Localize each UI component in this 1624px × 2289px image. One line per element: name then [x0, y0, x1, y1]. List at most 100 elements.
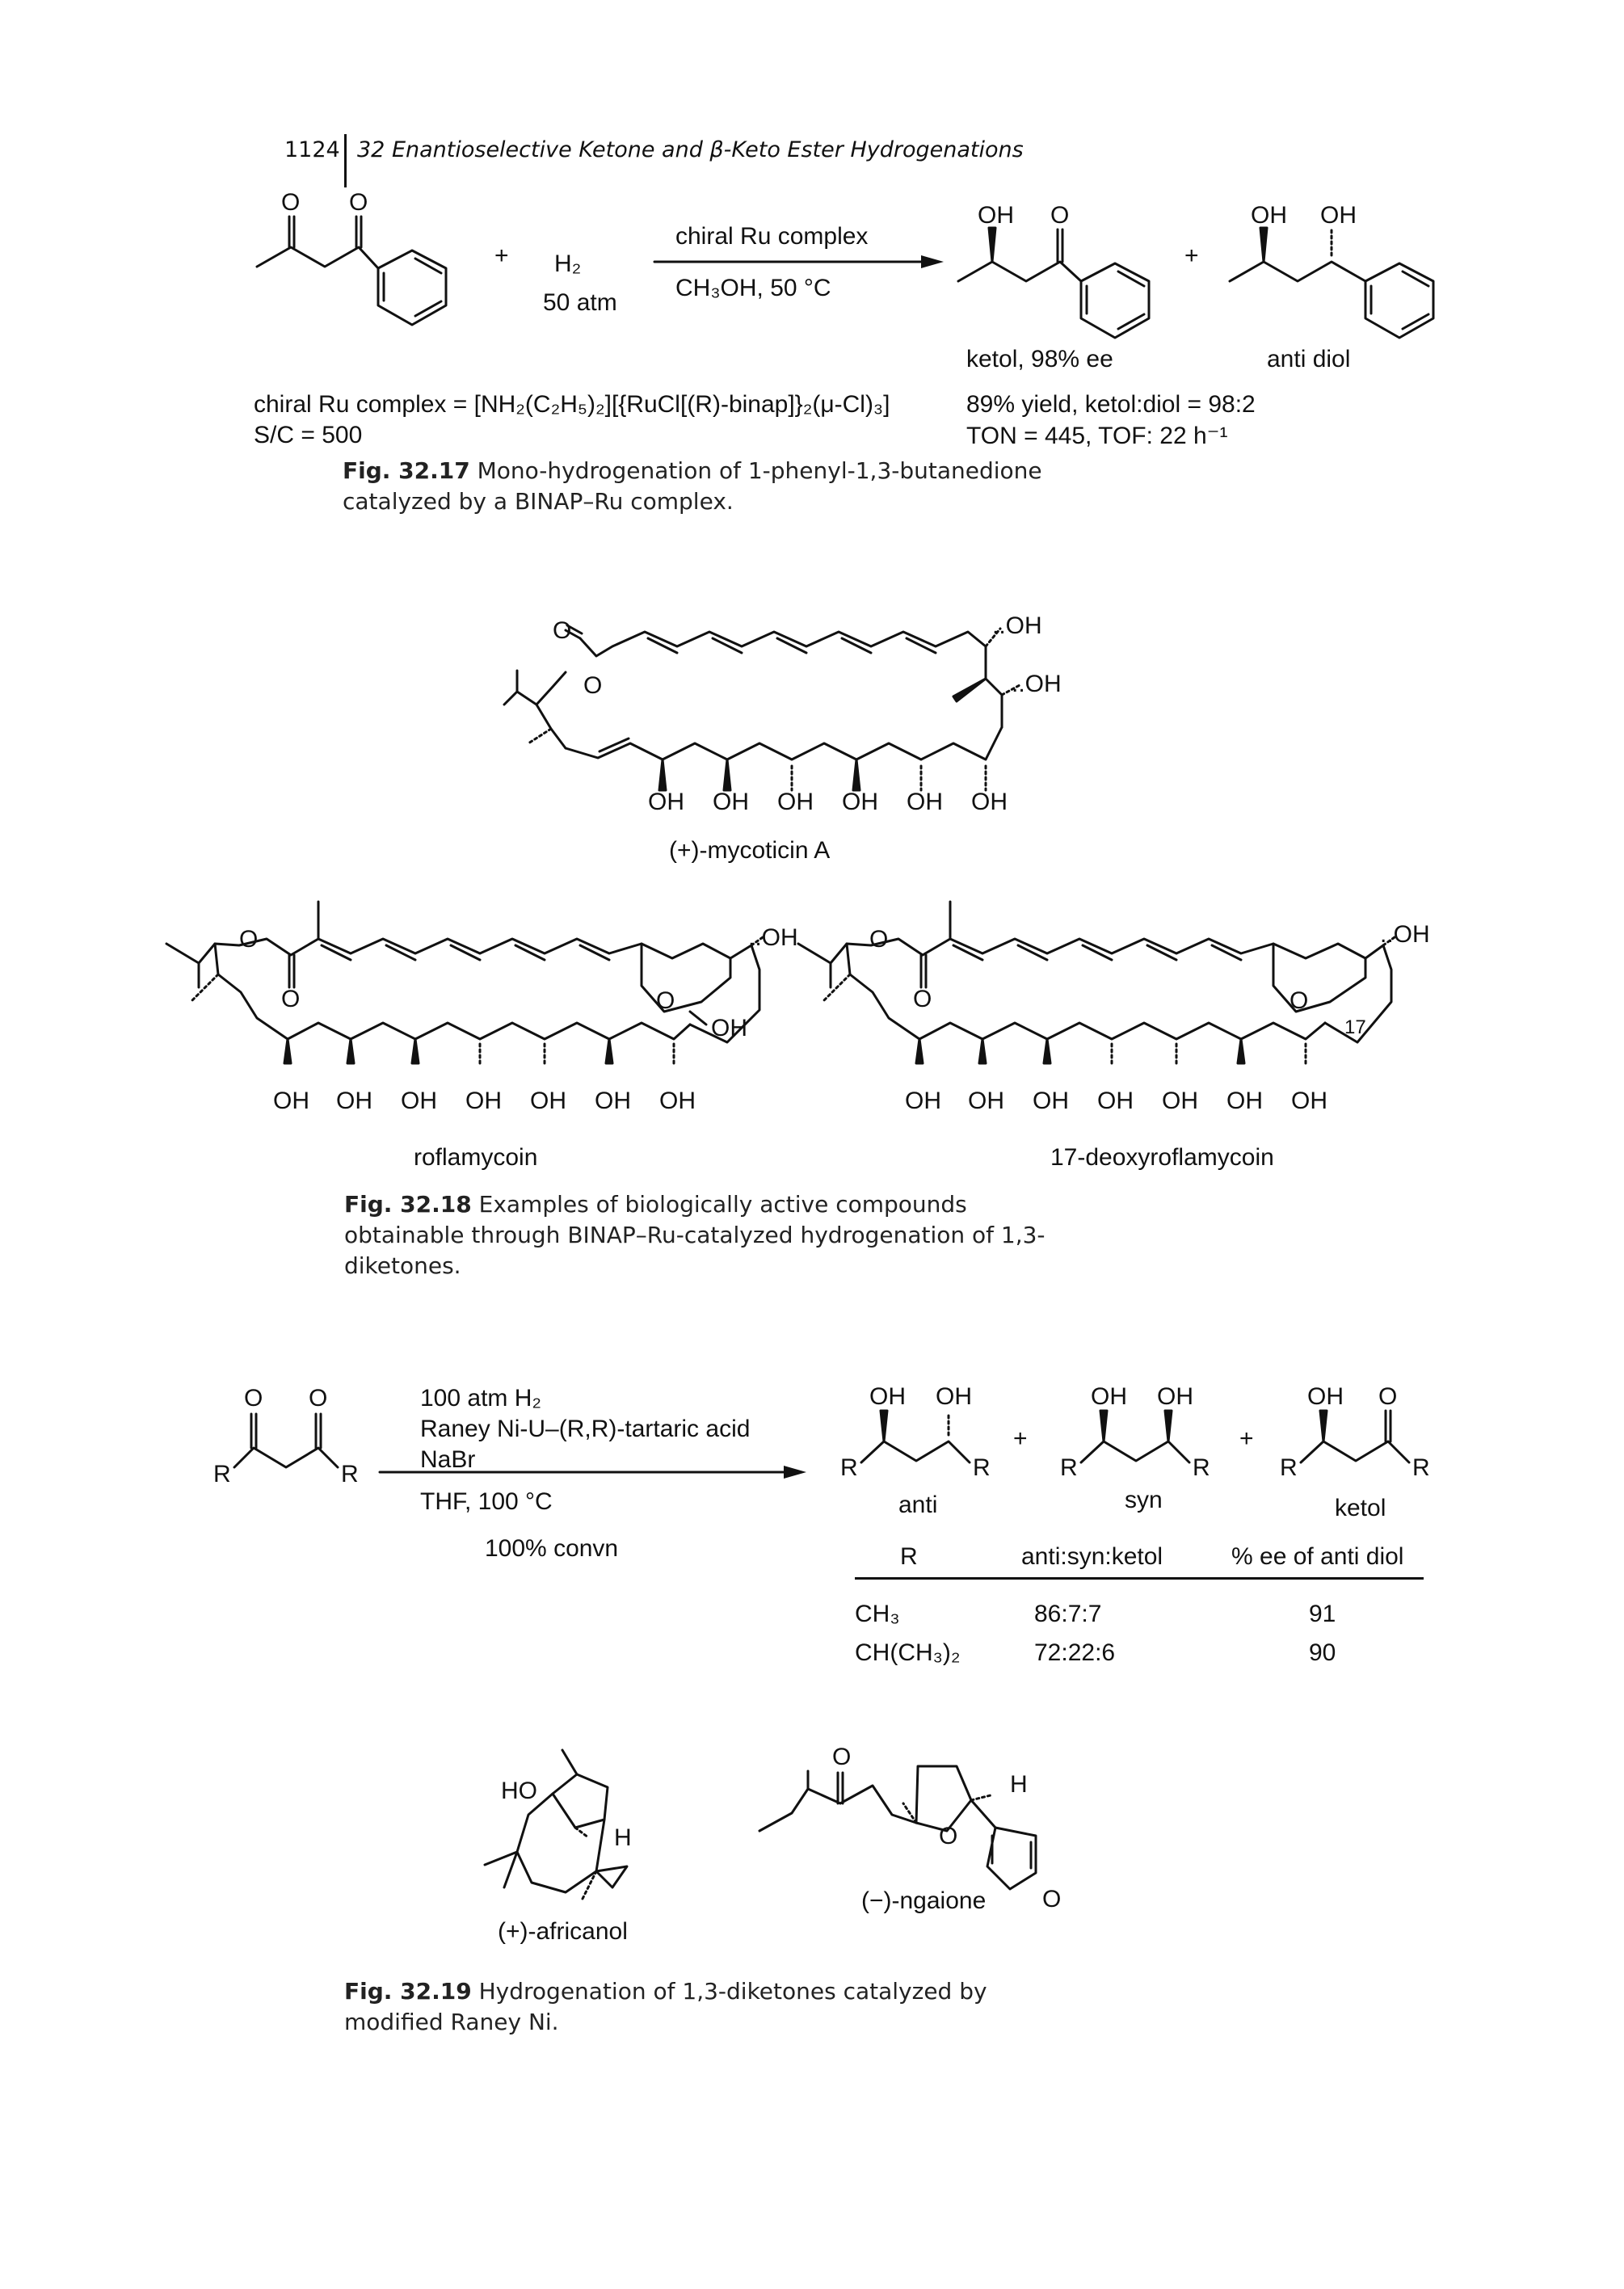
syn-OH-1: OH	[1091, 1383, 1127, 1410]
anti-diol-structure	[860, 1409, 971, 1464]
compound-name-mycoticin: (+)-mycoticin A	[669, 837, 831, 864]
reactant-O-1: O	[281, 189, 301, 216]
page-number: 1124	[284, 137, 340, 162]
ngaione-O-carbonyl: O	[832, 1744, 852, 1770]
deoxy-O-carbonyl: O	[913, 986, 932, 1012]
syn-OH-2: OH	[1157, 1383, 1193, 1410]
ketol-R-2: R	[1412, 1454, 1430, 1481]
plus-sign: +	[494, 242, 509, 269]
condition-catalyst: Raney Ni-U–(R,R)-tartaric acid	[420, 1416, 751, 1442]
syn-label: syn	[1125, 1487, 1163, 1513]
reaction-arrow-19	[378, 1466, 806, 1479]
oh: OH	[713, 789, 749, 815]
reagent-pressure: 50 atm	[543, 289, 617, 316]
running-title: 32 Enantioselective Ketone and β-Keto Es…	[357, 137, 1024, 162]
roflamycoin-structure	[165, 900, 764, 1065]
ketol-r-structure	[1299, 1409, 1411, 1464]
fig17-structures	[255, 215, 1435, 339]
oh: OH	[401, 1088, 437, 1114]
table-row: CH₃ 86:7:7 91	[855, 1579, 1424, 1629]
diol-OH-2: OH	[1320, 202, 1357, 229]
syn-diol-structure	[1079, 1409, 1191, 1464]
anti-OH-1: OH	[869, 1383, 906, 1410]
roflamycoin-O-ring: O	[656, 987, 675, 1014]
diketone-R-1: R	[213, 1461, 231, 1487]
oh: OH	[968, 1088, 1004, 1114]
oh: OH	[336, 1088, 372, 1114]
compound-name-ngaione: (−)-ngaione	[861, 1887, 987, 1914]
roflamycoin-O-carbonyl: O	[281, 986, 301, 1012]
plus-sign-2: +	[1184, 242, 1199, 269]
page-header: 1124 32 Enantioselective Ketone and β-Ke…	[284, 134, 1416, 199]
mycoticin-O-carbonyl: O	[553, 617, 572, 644]
caption-text: Mono-hydrogenation of 1-phenyl-1,3-butan…	[343, 457, 1042, 515]
oh: OH	[1033, 1088, 1069, 1114]
cell-r: CH₃	[855, 1601, 900, 1627]
anti-OH-2: OH	[936, 1383, 972, 1410]
anti-R-2: R	[973, 1454, 991, 1481]
catalyst-definition: chiral Ru complex = [NH₂(C₂H₅)₂][{RuCl[(…	[254, 391, 890, 418]
ngaione-H: H	[1010, 1771, 1028, 1798]
caption-text: Examples of biologically active compound…	[344, 1191, 1046, 1279]
ketol-label: ketol	[1335, 1495, 1386, 1521]
anti-diol-label: anti diol	[1267, 346, 1351, 372]
caption-label: Fig. 32.18	[344, 1191, 472, 1218]
figure-32-19: 100 atm H₂ Raney Ni-U–(R,R)-tartaric aci…	[213, 1383, 1430, 2038]
oh: OH	[971, 789, 1008, 815]
compound-name-deoxyroflamycoin: 17-deoxyroflamycoin	[1050, 1144, 1274, 1171]
ketol-structure	[957, 226, 1151, 339]
deoxyroflamycoin-structure	[797, 900, 1396, 1065]
oh: OH	[273, 1088, 309, 1114]
ketol-O: O	[1050, 202, 1070, 229]
deoxy-OH-top: ..OH	[1380, 921, 1430, 948]
figure-32-17: O O + H₂ 50 atm chiral Ru complex CH₃OH,…	[0, 0, 1624, 582]
reactant-diketone-structure	[255, 215, 448, 326]
ton-tof-text: TON = 445, TOF: 22 h⁻¹	[966, 423, 1228, 449]
roflamycoin-OH-ring: OH	[711, 1015, 747, 1041]
cell-r: CH(CH₃)₂	[855, 1639, 961, 1666]
compound-name-africanol: (+)-africanol	[498, 1918, 628, 1945]
plus-sign-19a: +	[1013, 1425, 1028, 1452]
syn-R-2: R	[1193, 1454, 1210, 1481]
africanol-structure	[483, 1748, 629, 1902]
arrow-above-text: chiral Ru complex	[675, 223, 869, 250]
roflamycoin-OH-top: ..OH	[748, 924, 798, 951]
deoxy-O-ester: O	[869, 926, 889, 953]
caption-text: Hydrogenation of 1,3-diketones catalyzed…	[344, 1978, 987, 2035]
deoxy-position-17: 17	[1344, 1016, 1366, 1038]
condition-additive: NaBr	[420, 1446, 476, 1473]
syn-R-1: R	[1060, 1454, 1078, 1481]
ketol-OH: OH	[1307, 1383, 1344, 1410]
figure-caption-32-19: Fig. 32.19 Hydrogenation of 1,3-diketone…	[344, 1976, 1055, 2038]
compound-name-roflamycoin: roflamycoin	[414, 1144, 538, 1171]
oh: OH	[907, 789, 943, 815]
caption-label: Fig. 32.17	[343, 457, 470, 484]
ketol-OH: OH	[978, 202, 1014, 229]
condition-h2: 100 atm H₂	[420, 1385, 542, 1412]
figure-caption-32-18: Fig. 32.18 Examples of biologically acti…	[344, 1189, 1071, 1281]
mycoticin-OH-top: ..OH	[992, 612, 1042, 639]
diketone-O-1: O	[244, 1385, 263, 1412]
oh: OH	[1162, 1088, 1198, 1114]
ketol-R-1: R	[1280, 1454, 1298, 1481]
mycoticin-O-ring: O	[583, 672, 603, 699]
substrate-catalyst-ratio: S/C = 500	[254, 422, 363, 448]
anti-label: anti	[898, 1492, 938, 1518]
header-rule	[344, 134, 347, 187]
diketone-O-2: O	[309, 1385, 328, 1412]
oh: OH	[648, 789, 684, 815]
reagent-h2: H₂	[554, 250, 582, 277]
ketol-label: ketol, 98% ee	[966, 346, 1113, 372]
ngaione-structure	[758, 1765, 1037, 1891]
oh: OH	[842, 789, 878, 815]
cell-ratio: 72:22:6	[1034, 1639, 1116, 1666]
results-table: R anti:syn:ketol % ee of anti diol CH₃ 8…	[855, 1543, 1424, 1667]
oh: OH	[1291, 1088, 1327, 1114]
oh: OH	[465, 1088, 502, 1114]
oh: OH	[1226, 1088, 1263, 1114]
col-header-ratio: anti:syn:ketol	[1021, 1543, 1231, 1580]
oh: OH	[530, 1088, 566, 1114]
africanol-H: H	[614, 1824, 632, 1851]
roflamycoin-O-ester: O	[239, 926, 259, 953]
oh: OH	[1097, 1088, 1134, 1114]
